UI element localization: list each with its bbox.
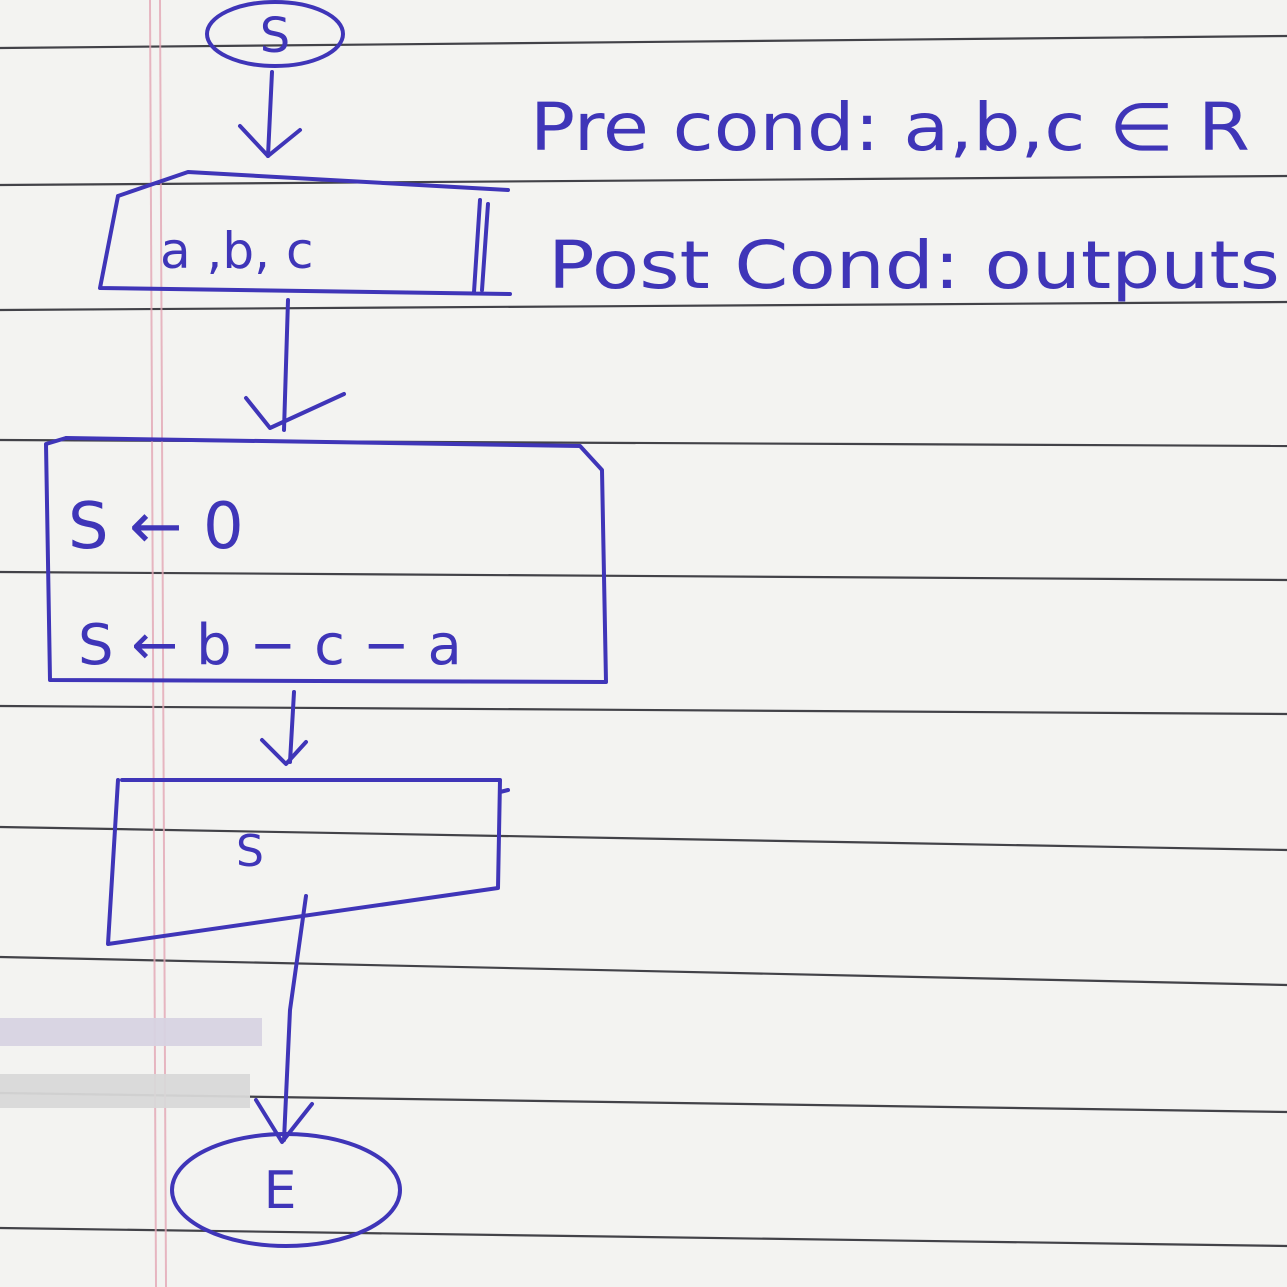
arrow-output-to-end [254,894,314,1144]
process-line-2: S ← b − c − a [78,613,462,678]
end-label: E [264,1161,297,1221]
input-label: a ,b, c [160,222,313,280]
output-label: S [236,826,264,877]
postcondition-note: Post Cond: outputs [548,227,1280,304]
input-box [98,170,512,296]
end-terminal [170,1132,402,1248]
arrow-process-to-output [260,690,308,766]
process-line-1: S ← 0 [68,490,244,564]
precondition-note: Pre cond: a,b,c ∈ R [530,89,1250,166]
output-box [106,778,510,946]
arrow-input-to-process [244,298,346,432]
start-terminal [205,0,345,68]
arrow-start-to-input [238,70,302,158]
margin-lines [149,0,167,1287]
process-box [44,436,608,684]
start-label: S [260,8,290,64]
redaction-smudge [0,1018,262,1108]
